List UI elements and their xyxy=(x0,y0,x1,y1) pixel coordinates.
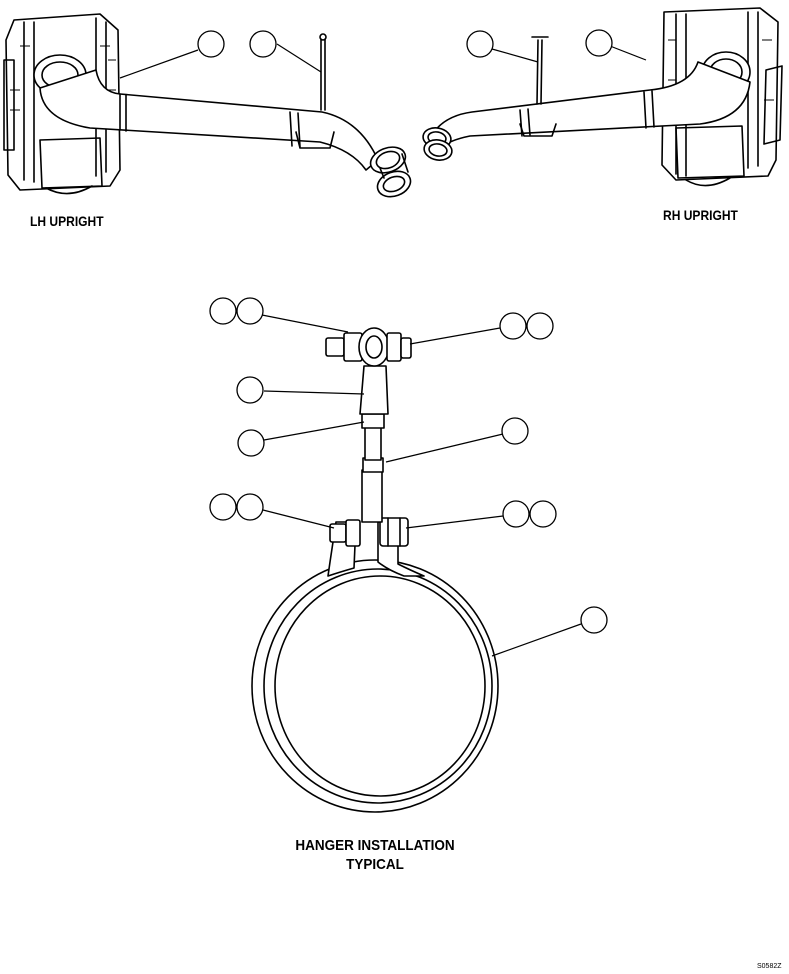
rh-exhaust-pipe xyxy=(422,61,751,161)
hanger-top-eye-bolt xyxy=(325,327,412,367)
hanger-clamp-ring xyxy=(251,521,499,813)
callout-bubble xyxy=(197,30,225,58)
callout-bubble xyxy=(236,493,264,521)
hanger-caption-line-1: HANGER INSTALLATION xyxy=(295,837,455,854)
hanger-callouts xyxy=(209,297,608,657)
callout-bubble xyxy=(249,30,277,58)
callout-bubble xyxy=(580,606,608,634)
rh-hanger-rod xyxy=(519,36,557,137)
callout-bubble xyxy=(209,297,237,325)
lh-exhaust-pipe xyxy=(39,69,412,198)
hanger-installation xyxy=(209,297,608,813)
lh-hanger-rod xyxy=(295,33,335,149)
drawing-code: S0582Z xyxy=(757,963,782,970)
rh-callouts xyxy=(466,29,647,63)
callout-bubble xyxy=(526,312,554,340)
callout-bubble xyxy=(466,30,494,58)
hanger-caption-line-2: TYPICAL xyxy=(346,856,404,873)
hanger-installation-caption: HANGER INSTALLATION TYPICAL xyxy=(260,836,490,874)
lh-callouts xyxy=(119,30,322,79)
callout-bubble xyxy=(502,500,530,528)
callout-bubble xyxy=(529,500,557,528)
callout-bubble xyxy=(237,429,265,457)
lh-upright-label: LH UPRIGHT xyxy=(30,213,104,229)
rh-upright-label: RH UPRIGHT xyxy=(663,207,738,223)
lh-upright-assembly xyxy=(3,13,412,198)
hanger-bottom-bolt xyxy=(329,517,409,547)
hanger-rod-assembly xyxy=(359,365,389,523)
callout-bubble xyxy=(236,376,264,404)
rh-upright-assembly xyxy=(422,7,783,187)
callout-bubble xyxy=(501,417,529,445)
callout-bubble xyxy=(499,312,527,340)
callout-bubble xyxy=(209,493,237,521)
callout-bubble xyxy=(236,297,264,325)
callout-bubble xyxy=(585,29,613,57)
